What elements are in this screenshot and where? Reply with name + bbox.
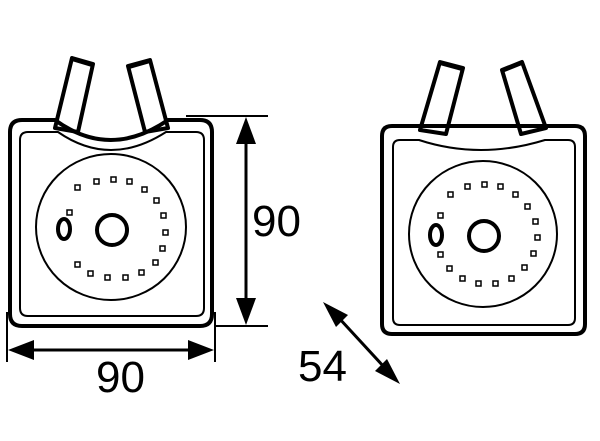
front-view [8,56,214,328]
rear-view-inlet-pipe [418,60,465,136]
rear-view-bolt-holes [437,181,541,287]
front-view-outlet-pipe [126,58,170,134]
rear-view [380,60,587,336]
height-dimension-label: 90 [252,197,301,246]
rear-view-inner-plate [392,139,576,326]
front-view-inlet-pipe [53,56,95,134]
front-view-gasket-ring [35,153,187,301]
front-view-side-port [56,217,72,241]
front-view-center-bore [95,213,129,247]
depth-dimension [323,302,400,384]
rear-view-side-port [428,223,444,247]
rear-view-center-bore [467,219,501,253]
rear-view-gasket-ring [408,160,558,308]
depth-dimension-label: 54 [298,342,347,391]
front-view-inner-plate [19,131,205,317]
height-dimension [186,115,268,327]
front-view-bolt-holes [66,176,169,281]
rear-view-outlet-pipe [500,60,548,136]
width-dimension-label: 90 [96,353,145,402]
front-view-housing [8,118,214,328]
width-dimension [6,312,216,362]
rear-view-housing [380,124,587,336]
